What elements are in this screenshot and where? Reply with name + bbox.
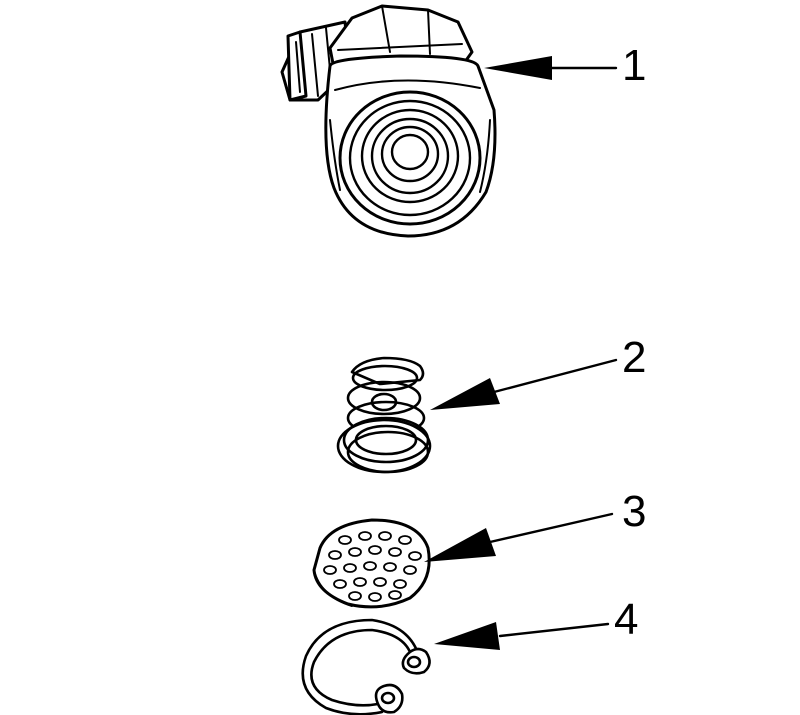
circlip-retaining-ring-icon — [301, 618, 431, 715]
leader-line-4 — [434, 622, 610, 650]
leader-line-3 — [424, 512, 614, 562]
perforated-disc-filter-icon — [312, 518, 431, 609]
spring-valve-icon — [336, 356, 432, 474]
leader-line-1 — [484, 56, 618, 80]
valve-body-fitting-icon — [280, 4, 497, 238]
callout-number-3: 3 — [622, 487, 647, 536]
callout-number-4: 4 — [614, 595, 639, 644]
leader-line-2 — [430, 358, 618, 410]
callout-number-2: 2 — [622, 333, 647, 382]
callout-number-1: 1 — [622, 41, 647, 90]
